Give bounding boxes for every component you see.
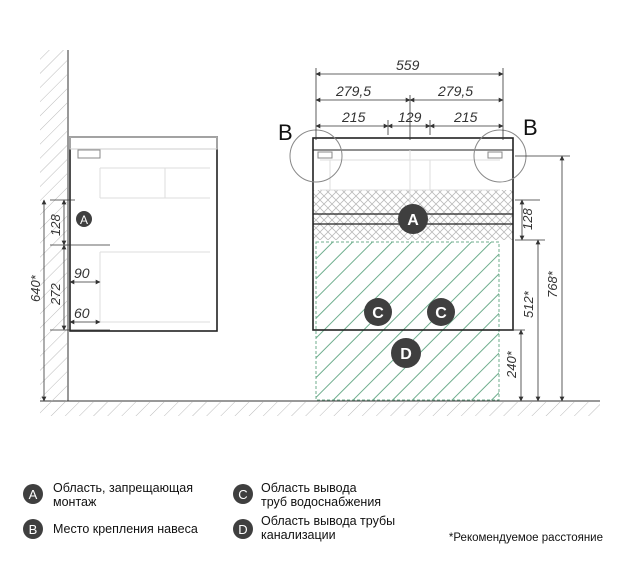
front-top-dimensions: 559 279,5 279,5 215 129 215: [315, 57, 504, 140]
dim-128-front: 128: [520, 208, 535, 230]
front-right-dimensions: 128 512* 768* 240*: [500, 155, 570, 402]
front-marker-a-letter: A: [407, 212, 419, 229]
front-marker-d: D: [391, 338, 421, 368]
front-view-cabinet: [312, 137, 514, 331]
dim-559: 559: [396, 57, 420, 73]
side-marker-a-letter: A: [80, 213, 88, 227]
hatch-area-front: [315, 241, 500, 401]
legend-c-line1: Область вывода: [261, 481, 357, 495]
front-marker-c1-letter: C: [372, 305, 384, 322]
legend: A Область, запрещающая монтаж B Место кр…: [23, 481, 603, 544]
floor: [40, 400, 600, 416]
dim-215-right: 215: [453, 109, 478, 125]
side-view-cabinet: [69, 136, 218, 332]
label-b-right: B: [523, 115, 538, 140]
legend-d-line2: канализации: [261, 528, 336, 542]
label-b-left: B: [278, 120, 293, 145]
front-marker-c1: C: [364, 298, 392, 326]
legend-b-letter: B: [29, 522, 38, 537]
front-marker-c2-letter: C: [435, 305, 447, 322]
dim-279-5-right: 279,5: [437, 83, 473, 99]
legend-a-letter: A: [29, 487, 38, 502]
legend-b-line1: Место крепления навеса: [53, 522, 198, 536]
side-marker-a: A: [76, 211, 92, 227]
legend-a-line2: монтаж: [53, 495, 97, 509]
dim-129: 129: [398, 109, 422, 125]
legend-d-letter: D: [238, 522, 247, 537]
legend-item-a: A Область, запрещающая монтаж: [23, 481, 193, 509]
dim-215-left: 215: [341, 109, 366, 125]
front-marker-a: A: [398, 204, 428, 234]
recommended-distance-note: *Рекомендуемое расстояние: [449, 532, 603, 544]
dim-512: 512*: [521, 290, 536, 318]
legend-item-c: C Область вывода труб водоснабжения: [233, 481, 381, 509]
legend-a-line1: Область, запрещающая: [53, 481, 193, 495]
dim-128-side: 128: [48, 214, 63, 236]
dim-768: 768*: [545, 270, 560, 298]
front-marker-c2: C: [427, 298, 455, 326]
front-marker-d-letter: D: [400, 346, 412, 363]
dim-90-side: 90: [74, 265, 90, 281]
dim-240: 240*: [504, 350, 519, 379]
legend-item-b: B Место крепления навеса: [23, 519, 198, 539]
legend-c-line2: труб водоснабжения: [261, 495, 381, 509]
legend-d-line1: Область вывода трубы: [261, 514, 395, 528]
dim-640-side: 640*: [28, 274, 43, 302]
dim-272-side: 272: [48, 283, 63, 306]
side-view-dimensions: 128 272 640* 90 60: [28, 199, 110, 402]
dim-60-side: 60: [74, 305, 90, 321]
legend-item-d: D Область вывода трубы канализации: [233, 514, 395, 542]
legend-c-letter: C: [238, 487, 247, 502]
dim-279-5-left: 279,5: [335, 83, 371, 99]
